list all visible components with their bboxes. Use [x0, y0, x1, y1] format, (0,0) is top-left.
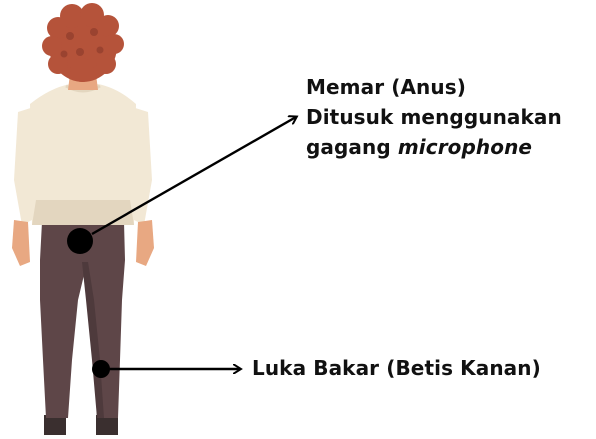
label-anus-injury: Memar (Anus) Ditusuk menggunakan gagang …: [306, 72, 562, 162]
sweater: [30, 84, 136, 225]
label-line-3: gagang microphone: [306, 132, 562, 162]
curly-hair: [42, 3, 124, 82]
label-line-3-italic: microphone: [398, 135, 532, 159]
label-line-3-prefix: gagang: [306, 135, 398, 159]
label-line-1: Memar (Anus): [306, 72, 562, 102]
injury-marker-anus: [67, 228, 93, 254]
label-calf-injury: Luka Bakar (Betis Kanan): [252, 353, 541, 383]
label-calf-text: Luka Bakar (Betis Kanan): [252, 353, 541, 383]
label-line-2: Ditusuk menggunakan: [306, 102, 562, 132]
injury-marker-calf: [92, 360, 110, 378]
